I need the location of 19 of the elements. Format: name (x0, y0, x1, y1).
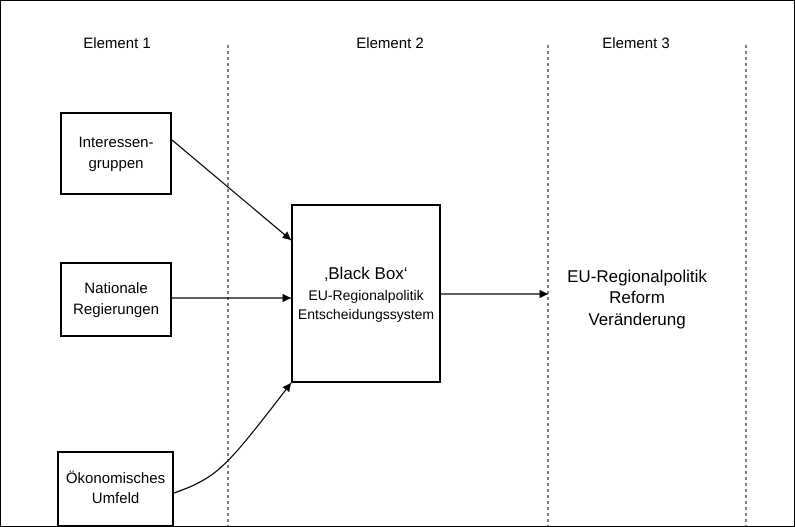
box-text: Nationale Regierungen (72, 279, 160, 320)
arrow (172, 140, 292, 240)
box-text: Interessen-gruppen (77, 133, 155, 174)
process-box (60, 112, 172, 195)
column-heading: Element 2 (356, 35, 424, 52)
box-text: Veränderung (588, 308, 686, 330)
box-text: EU-Regionalpolitik (567, 266, 707, 288)
process-box (60, 262, 172, 337)
box-text: Ökonomisches Umfeld (64, 468, 166, 509)
process-box (57, 451, 174, 527)
box-text: Reform (609, 287, 665, 309)
process-box (291, 204, 441, 383)
column-heading: Element 1 (83, 35, 151, 52)
column-heading: Element 3 (602, 35, 670, 52)
arrow (172, 294, 291, 302)
arrow (441, 290, 548, 298)
arrow (174, 382, 292, 494)
box-text: EU-Regionalpolitik Entscheidungssystem (296, 286, 436, 324)
box-title: ‚Black Box‘ (324, 263, 408, 286)
